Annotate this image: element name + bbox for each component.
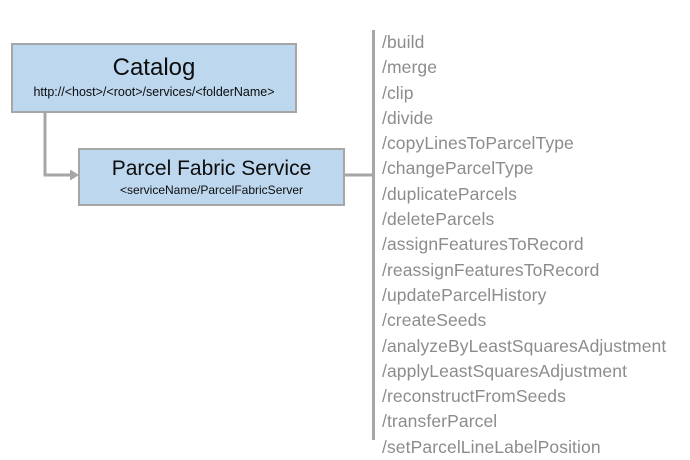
operation-item: /merge (382, 57, 438, 78)
operation-item: /updateParcelHistory (382, 284, 547, 305)
node-parcel-fabric-service-path: <serviceName/ParcelFabricServer (119, 182, 304, 197)
operation-item: /createSeeds (382, 310, 487, 331)
operation-item: /changeParcelType (382, 158, 534, 179)
operation-item: /copyLinesToParcelType (382, 133, 574, 154)
operation-item: /reconstructFromSeeds (382, 386, 566, 407)
operation-item: /clip (382, 82, 414, 103)
operation-item: /applyLeastSquaresAdjustment (382, 360, 628, 381)
operation-item: /build (382, 32, 425, 52)
node-catalog-url: http://<host>/<root>/services/<folderNam… (33, 85, 275, 99)
operation-item: /reassignFeaturesToRecord (382, 259, 600, 280)
service-architecture-diagram: Catalog http://<host>/<root>/services/<f… (11, 30, 688, 457)
catalog-to-service-connector (43, 113, 70, 177)
operation-item: /assignFeaturesToRecord (382, 234, 584, 255)
operation-item: /setParcelLineLabelPosition (382, 436, 601, 457)
operations-list: /build/merge/clip/divide/copyLinesToParc… (372, 30, 688, 457)
operation-item: /analyzeByLeastSquaresAdjustment (382, 335, 667, 356)
operation-item: /transferParcel (382, 411, 498, 432)
operation-item: /deleteParcels (382, 209, 495, 230)
node-parcel-fabric-service-title: Parcel Fabric Service (111, 156, 312, 180)
operation-item: /duplicateParcels (382, 183, 517, 204)
node-catalog: Catalog http://<host>/<root>/services/<f… (11, 43, 297, 113)
node-parcel-fabric-service: Parcel Fabric Service <serviceName/Parce… (78, 148, 345, 206)
operation-item: /divide (382, 107, 434, 128)
node-catalog-title: Catalog (112, 54, 196, 81)
